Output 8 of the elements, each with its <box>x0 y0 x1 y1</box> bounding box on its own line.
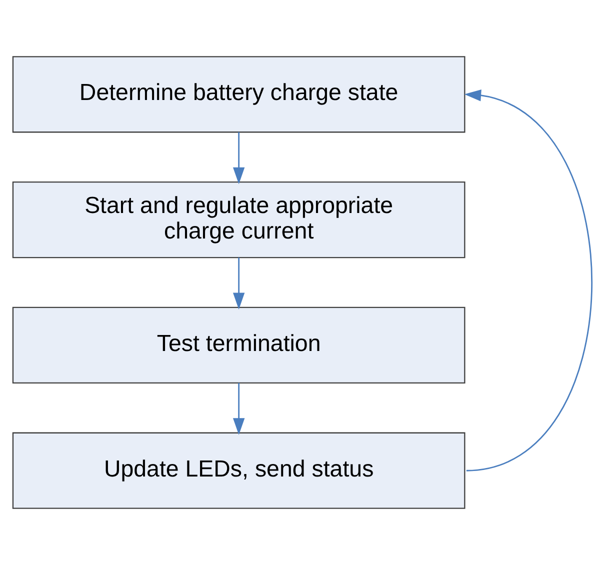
arrow <box>232 257 245 309</box>
node-box: Determine battery charge state <box>12 56 466 132</box>
node-box: Start and regulate appropriate charge current <box>12 180 466 258</box>
arrow <box>232 132 245 184</box>
arrow <box>232 382 245 434</box>
arrow <box>464 89 592 471</box>
node-box: Update LEDs, send status <box>12 432 466 508</box>
node-box: Test termination <box>12 306 466 384</box>
